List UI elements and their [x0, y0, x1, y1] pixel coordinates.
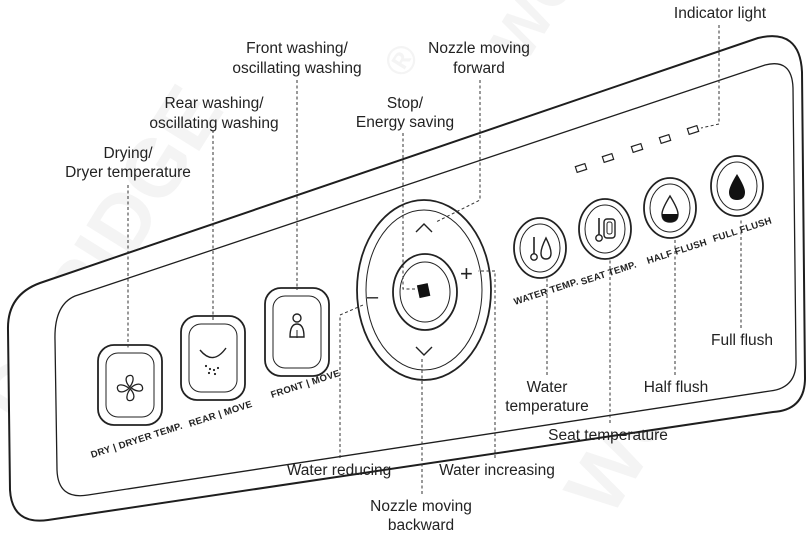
- water-reduce-button[interactable]: –: [367, 286, 379, 308]
- callout-front-washing-2: oscillating washing: [232, 60, 361, 77]
- indicator-light: [658, 133, 672, 145]
- indicator-light: [601, 152, 615, 164]
- callout-nozzle-backward-1: Nozzle moving: [370, 498, 472, 515]
- thermometer-drop-icon: [530, 236, 552, 261]
- watermark-registered: ®: [375, 36, 428, 84]
- stop-square-icon: [416, 283, 431, 299]
- callout-nozzle-forward-2: forward: [453, 60, 505, 77]
- stop-button[interactable]: [392, 253, 458, 331]
- leader-indicator: [700, 25, 720, 129]
- indicator-lights: [574, 124, 700, 174]
- half-drop-icon: [661, 194, 679, 223]
- callout-water-temperature-1: Water: [527, 379, 568, 396]
- nozzle-forward-button[interactable]: [415, 223, 433, 233]
- callout-rear-washing-2: oscillating washing: [149, 115, 278, 132]
- callout-rear-washing-1: Rear washing/: [164, 95, 264, 112]
- fan-icon: [116, 374, 144, 402]
- indicator-light: [630, 142, 644, 154]
- callout-drying-2: Dryer temperature: [65, 164, 191, 181]
- callout-water-reducing: Water reducing: [287, 462, 392, 479]
- callout-half-flush: Half flush: [644, 379, 709, 396]
- leader-stop: [402, 133, 416, 290]
- callout-drying-1: Drying/: [103, 145, 153, 162]
- callout-water-temperature-2: temperature: [505, 398, 589, 415]
- water-increase-button[interactable]: +: [460, 261, 473, 286]
- chevron-up-icon: [415, 223, 433, 233]
- rear-spray-icon: [199, 347, 227, 376]
- callout-nozzle-forward-1: Nozzle moving: [428, 40, 530, 57]
- person-icon: [289, 313, 305, 338]
- callout-nozzle-backward-2: backward: [388, 517, 454, 534]
- leader-water-reducing: [339, 304, 364, 458]
- leader-forward: [435, 80, 481, 223]
- callout-water-increasing: Water increasing: [439, 462, 555, 479]
- nozzle-backward-button[interactable]: [415, 346, 433, 356]
- chevron-down-icon: [415, 346, 433, 356]
- callout-full-flush: Full flush: [711, 332, 773, 349]
- leader-lines: [127, 25, 742, 494]
- leader-water-increasing: [478, 270, 496, 458]
- indicator-light: [574, 162, 588, 174]
- callout-stop-2: Energy saving: [356, 114, 454, 131]
- callout-front-washing-1: Front washing/: [246, 40, 348, 57]
- thermometer-seat-icon: [595, 218, 616, 242]
- indicator-light: [686, 124, 700, 136]
- full-drop-icon: [729, 174, 745, 200]
- callout-indicator-light: Indicator light: [674, 5, 767, 22]
- callout-seat-temperature: Seat temperature: [548, 427, 668, 444]
- callouts: Indicator light Front washing/ oscillati…: [65, 5, 773, 534]
- callout-stop-1: Stop/: [387, 95, 424, 112]
